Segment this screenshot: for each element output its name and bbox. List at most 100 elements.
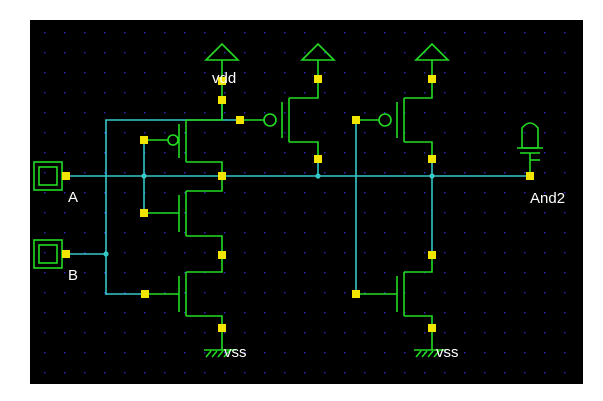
grid-dot [344,132,346,134]
grid-dot [464,352,466,354]
grid-dot [264,112,266,114]
grid-dot [424,112,426,114]
grid-dot [564,112,566,114]
grid-dot [404,372,406,374]
grid-dot [84,372,86,374]
grid-dot [304,372,306,374]
grid-dot [284,32,286,34]
grid-dot [244,92,246,94]
grid-dot [164,32,166,34]
grid-dot [544,372,546,374]
grid-dot [564,192,566,194]
grid-dot [364,212,366,214]
pin[interactable] [140,209,148,217]
pin[interactable] [428,75,436,83]
grid-dot [184,352,186,354]
grid-dot [224,132,226,134]
grid-dot [244,72,246,74]
pin[interactable] [314,75,322,83]
grid-dot [484,272,486,274]
grid-dot [444,252,446,254]
grid-dot [404,32,406,34]
schematic-svg: vdd A B And2 vss vss [30,20,583,384]
pin[interactable] [236,116,244,124]
grid-dot [364,172,366,174]
grid-dot [544,92,546,94]
grid-dot [324,92,326,94]
grid-dot [204,312,206,314]
grid-dot [464,152,466,154]
grid-dot [124,272,126,274]
pin[interactable] [314,155,322,163]
grid-dot [64,352,66,354]
grid-dot [504,312,506,314]
grid-dot [304,72,306,74]
grid-dot [384,312,386,314]
grid-dot [424,152,426,154]
grid-dot [444,92,446,94]
grid-dot [324,352,326,354]
grid-dot [424,212,426,214]
gnd-hatch-right-2 [421,350,428,358]
grid-dot [104,172,106,174]
pin[interactable] [140,136,148,144]
pin[interactable] [218,96,226,104]
grid-dot [324,312,326,314]
grid-dot [124,92,126,94]
grid-dot [404,332,406,334]
grid-dot [204,352,206,354]
grid-dot [104,292,106,294]
grid-dot [124,192,126,194]
pin[interactable] [218,251,226,259]
grid-dot [384,252,386,254]
grid-dot [484,92,486,94]
grid-dot [204,32,206,34]
grid-dot [524,32,526,34]
grid-dot [504,132,506,134]
pmos-a-source [186,98,223,121]
grid-dot [524,92,526,94]
grid-dot [264,372,266,374]
grid-dot [364,272,366,274]
grid-dot [444,352,446,354]
pin[interactable] [218,77,226,85]
grid-dot [44,332,46,334]
schematic-canvas[interactable]: vdd A B And2 vss vss [30,20,583,384]
grid-dot [524,312,526,314]
pin[interactable] [141,290,149,298]
grid-dot [504,52,506,54]
grid-dot [44,52,46,54]
grid-dot [324,52,326,54]
grid-dot [444,212,446,214]
grid-dot [224,32,226,34]
grid-dot [464,292,466,294]
grid-dot [184,72,186,74]
grid-dot [304,292,306,294]
junctions [103,173,435,257]
input-port-a-inner [38,166,58,186]
pin[interactable] [352,290,360,298]
pin[interactable] [62,250,70,258]
pin[interactable] [428,324,436,332]
grid-dot [304,332,306,334]
grid-dot [344,112,346,114]
pin[interactable] [218,324,226,332]
pin[interactable] [428,251,436,259]
grid-dot [364,72,366,74]
grid-dot [204,112,206,114]
grid-dot [264,172,266,174]
grid-dot [44,212,46,214]
grid-dot [104,112,106,114]
pin[interactable] [526,172,534,180]
pin[interactable] [352,116,360,124]
grid-dot [144,352,146,354]
grid-dot [124,372,126,374]
pin[interactable] [428,155,436,163]
pin[interactable] [62,172,70,180]
pin[interactable] [218,172,226,180]
grid-dot [64,212,66,214]
grid-dot [84,132,86,134]
output-probe-head[interactable] [521,122,539,149]
grid-dot [84,212,86,214]
grid-dot [104,372,106,374]
